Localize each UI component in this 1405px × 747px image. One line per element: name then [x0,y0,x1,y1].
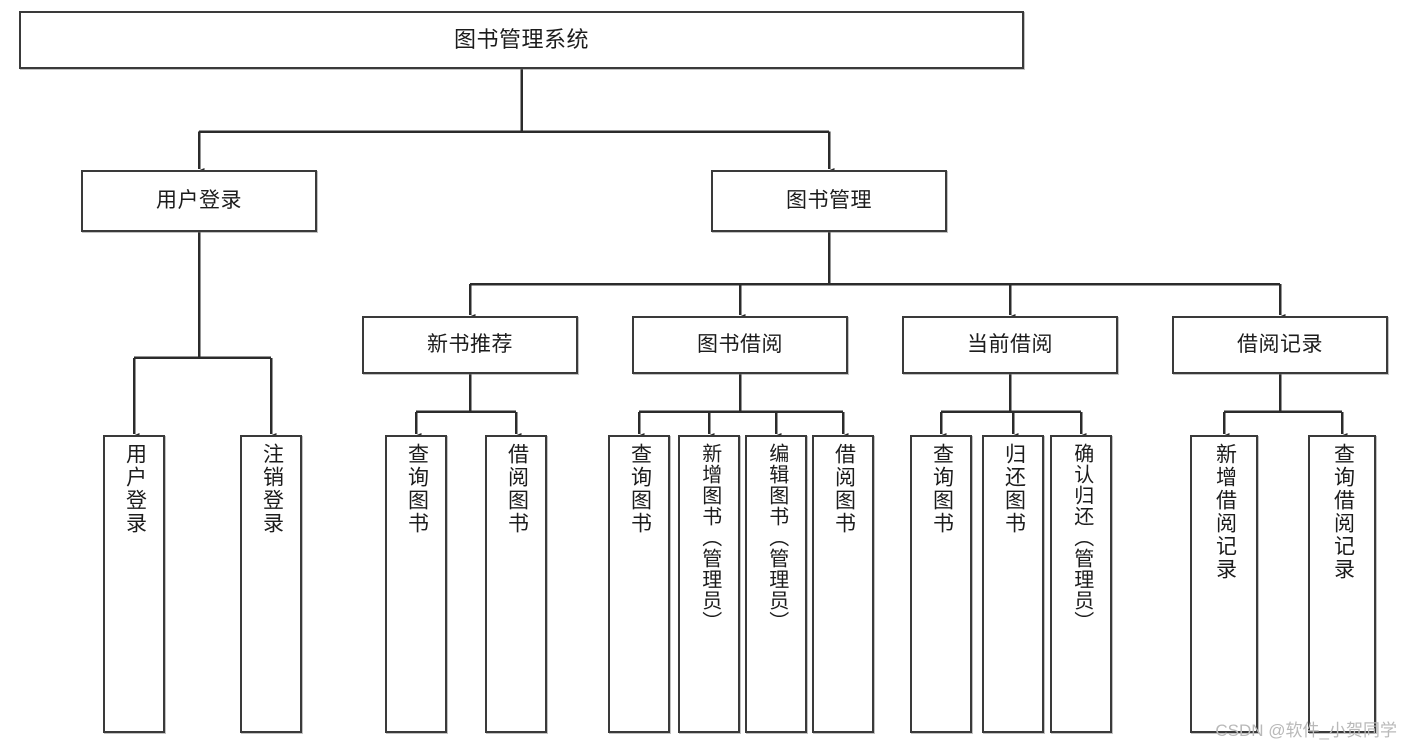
node-label: 图书管理 [786,189,872,213]
node-label: 借阅记录 [1237,333,1323,357]
node-new_book_rec[interactable]: 新书推荐 [362,316,578,374]
node-leaf_cb_confirm[interactable]: 确认归还（管理员） [1050,435,1112,733]
node-current_borrow[interactable]: 当前借阅 [902,316,1118,374]
node-label: 借阅图书 [505,443,529,535]
node-leaf_rec_query[interactable]: 查询图书 [385,435,447,733]
node-leaf_rec_borrow[interactable]: 借阅图书 [485,435,547,733]
node-label: 注销登录 [260,443,284,535]
node-label: 用户登录 [156,189,242,213]
node-label: 查询借阅记录 [1331,443,1355,581]
node-label: 新增图书（管理员） [698,443,721,632]
node-label: 当前借阅 [967,333,1053,357]
node-label: 查询图书 [405,443,429,535]
node-label: 用户登录 [123,443,147,535]
node-leaf_cb_return[interactable]: 归还图书 [982,435,1044,733]
node-leaf_user_logout[interactable]: 注销登录 [240,435,302,733]
watermark-label: CSDN @软件_小贺同学 [1215,721,1397,740]
node-leaf_br_add[interactable]: 新增借阅记录 [1190,435,1258,733]
node-book_borrow[interactable]: 图书借阅 [632,316,848,374]
node-leaf_user_login[interactable]: 用户登录 [103,435,165,733]
node-label: 图书管理系统 [453,26,589,52]
node-label: 图书借阅 [697,333,783,357]
node-label: 编辑图书（管理员） [765,443,788,632]
node-label: 归还图书 [1002,443,1026,535]
node-leaf_bb_borrow[interactable]: 借阅图书 [812,435,874,733]
node-label: 借阅图书 [832,443,856,535]
node-leaf_bb_query[interactable]: 查询图书 [608,435,670,733]
node-label: 新书推荐 [427,333,513,357]
node-label: 新增借阅记录 [1213,443,1237,581]
node-leaf_bb_add[interactable]: 新增图书（管理员） [678,435,740,733]
node-leaf_cb_query[interactable]: 查询图书 [910,435,972,733]
node-leaf_br_query[interactable]: 查询借阅记录 [1308,435,1376,733]
node-label: 查询图书 [628,443,652,535]
node-root[interactable]: 图书管理系统 [19,11,1024,69]
node-leaf_bb_edit[interactable]: 编辑图书（管理员） [745,435,807,733]
node-label: 查询图书 [930,443,954,535]
node-book_mgmt[interactable]: 图书管理 [711,170,947,232]
node-user_login[interactable]: 用户登录 [81,170,317,232]
connector-lines [128,69,1348,442]
node-label: 确认归还（管理员） [1070,443,1093,632]
node-borrow_record[interactable]: 借阅记录 [1172,316,1388,374]
